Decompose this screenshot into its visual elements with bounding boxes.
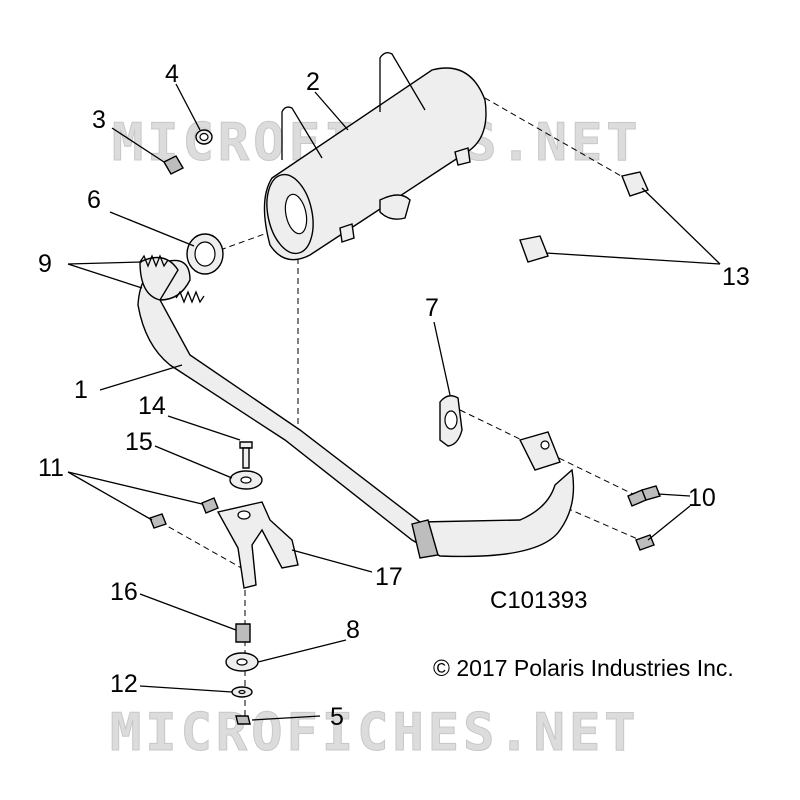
callout-11: 11 [38, 454, 64, 482]
callout-labels: 1 2 3 4 5 6 7 8 9 10 11 12 13 14 15 16 1… [38, 60, 750, 731]
callout-5: 5 [330, 703, 344, 731]
bolts-10 [627, 485, 661, 551]
muffler [263, 52, 487, 261]
copyright-notice: © 2017 Polaris Industries Inc. [433, 655, 734, 681]
bolts-11 [149, 497, 219, 529]
callout-2: 2 [306, 68, 320, 96]
callout-9: 9 [38, 250, 52, 278]
springs [139, 254, 205, 304]
gasket-ring [186, 233, 224, 275]
callout-6: 6 [87, 186, 101, 214]
callout-13: 13 [722, 263, 750, 291]
drawing-number: C101393 [490, 587, 587, 614]
bracket [216, 501, 299, 589]
o-ring [195, 129, 213, 145]
callout-10: 10 [688, 484, 716, 512]
spacer [235, 623, 251, 643]
plug [163, 155, 184, 175]
watermark-bottom: MICROFICHES.NET [110, 703, 640, 763]
callout-16: 16 [110, 578, 138, 606]
grommets [519, 171, 649, 263]
callout-12: 12 [110, 670, 138, 698]
callout-4: 4 [165, 60, 179, 88]
callout-15: 15 [125, 428, 153, 456]
callout-8: 8 [346, 616, 360, 644]
callout-17: 17 [375, 563, 403, 591]
callout-14: 14 [138, 392, 166, 420]
grommet-washer [225, 652, 259, 672]
washer-12 [231, 686, 253, 698]
flange-gasket [439, 395, 463, 447]
callout-7: 7 [425, 294, 439, 322]
callout-3: 3 [92, 106, 106, 134]
head-pipe [137, 256, 575, 559]
washer-15 [229, 470, 263, 490]
leader-lines [67, 83, 721, 721]
bolt-14 [239, 441, 253, 469]
nut [235, 715, 251, 725]
callout-1: 1 [74, 376, 88, 404]
